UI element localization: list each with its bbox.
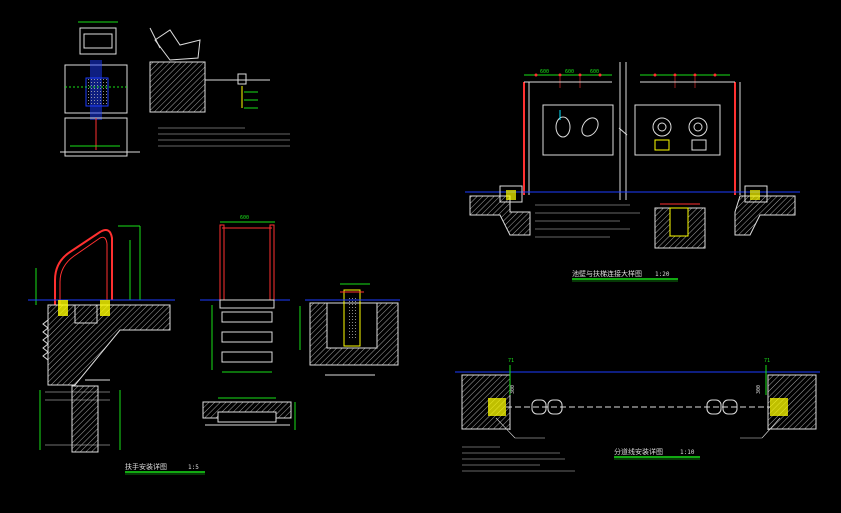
top-dim-3: 600	[590, 69, 599, 75]
dim-71-left: 71	[508, 358, 514, 364]
ladder-step-section	[202, 397, 296, 430]
rope-detail-scale: 1:10	[680, 449, 695, 456]
ladder-front-view: 600	[200, 215, 290, 373]
ladder-plan-view	[39, 379, 121, 453]
dim-300-right: 300	[756, 385, 762, 394]
ladder-side-view	[28, 225, 175, 386]
wall-detail-title: 池壁与扶梯连接大样图	[572, 269, 642, 278]
wall-detail-scale: 1:20	[655, 271, 670, 278]
anchor-pit-detail	[299, 283, 400, 376]
ladder-detail-scale: 1:5	[188, 464, 199, 471]
lane-rope-detail: 71 71 300 300	[455, 358, 820, 472]
dim-71-right: 71	[764, 358, 770, 364]
ladder-width-dim: 600	[240, 215, 249, 221]
top-dim-1: 600	[540, 69, 549, 75]
top-dim-2: 600	[565, 69, 574, 75]
dim-300-left: 300	[510, 385, 516, 394]
top-left-detail	[60, 21, 290, 157]
rope-detail-title: 分道线安装详图	[614, 447, 663, 456]
pool-wall-detail: 600 600 600	[465, 62, 800, 249]
ladder-detail-title: 扶手安装详图	[125, 462, 167, 471]
